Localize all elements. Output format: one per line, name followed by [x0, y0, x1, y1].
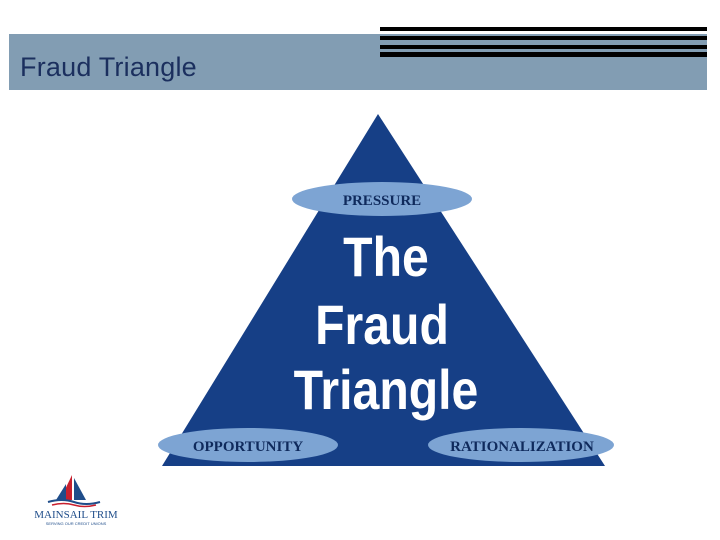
decorative-stripes [380, 27, 707, 57]
opportunity-oval [158, 428, 338, 462]
opportunity-label: OPPORTUNITY [193, 439, 303, 455]
center-title-line-2: Fraud [315, 295, 449, 357]
logo-tagline: SERVING OUR CREDIT UNIONS [46, 521, 107, 526]
rationalization-oval [428, 428, 614, 462]
pressure-label: PRESSURE [343, 193, 421, 209]
center-title-line-3: Triangle [294, 360, 479, 422]
wave-icon [47, 499, 101, 505]
center-title-line-1: The [343, 227, 429, 289]
mainsail-trim-logo: MAINSAIL TRIM SERVING OUR CREDIT UNIONS [26, 470, 126, 530]
pressure-oval [292, 182, 472, 216]
fraud-triangle-diagram: PRESSURE OPPORTUNITY RATIONALIZATION The… [150, 108, 620, 473]
triangle-shape [162, 114, 605, 466]
title-bar [9, 34, 707, 90]
slide-title: Fraud Triangle [20, 52, 197, 82]
logo-name: MAINSAIL TRIM [34, 509, 118, 521]
rationalization-label: RATIONALIZATION [450, 439, 594, 455]
